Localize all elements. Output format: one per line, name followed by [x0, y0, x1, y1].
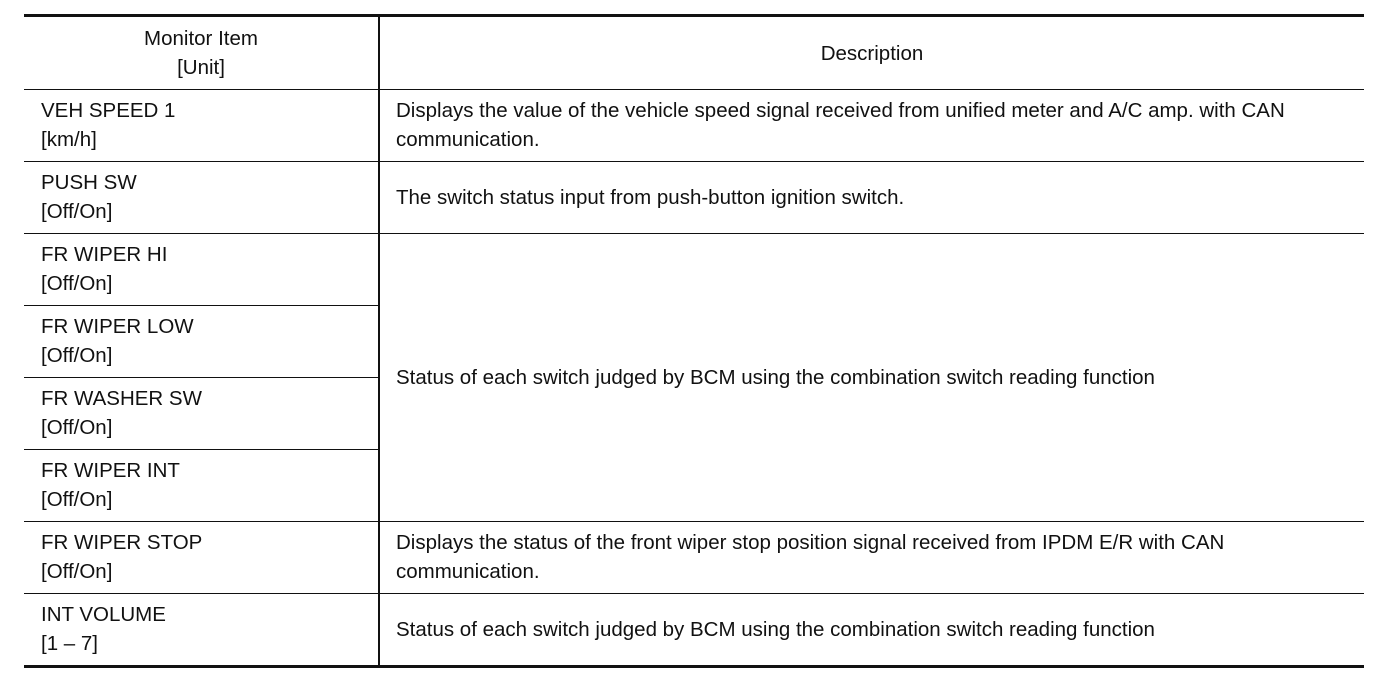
header-monitor-item: Monitor Item [Unit]	[24, 14, 379, 90]
monitor-item-unit: [Off/On]	[41, 200, 113, 223]
monitor-item-unit: [Off/On]	[41, 488, 113, 511]
monitor-item-unit: [1 – 7]	[41, 632, 98, 655]
monitor-item-name: PUSH SW	[41, 171, 137, 194]
header-description: Description	[378, 14, 1364, 90]
monitor-item-cell: PUSH SW [Off/On]	[24, 161, 379, 234]
description-cell: Status of each switch judged by BCM usin…	[378, 233, 1364, 522]
monitor-item-name: FR WIPER LOW	[41, 315, 194, 338]
monitor-item-cell: FR WIPER INT [Off/On]	[24, 449, 379, 522]
table-row: VEH SPEED 1 [km/h] Displays the value of…	[24, 89, 1364, 162]
table-row: FR WIPER LOW [Off/On]	[24, 305, 1364, 378]
header-item-label: Monitor Item	[144, 27, 258, 50]
monitor-item-cell: FR WIPER STOP [Off/On]	[24, 521, 379, 594]
monitor-item-name: FR WIPER INT	[41, 459, 180, 482]
monitor-item-cell: FR WASHER SW [Off/On]	[24, 377, 379, 450]
monitor-item-unit: [Off/On]	[41, 272, 113, 295]
header-unit-label: [Unit]	[177, 56, 225, 79]
monitor-item-name: FR WASHER SW	[41, 387, 202, 410]
table-header-row: Monitor Item [Unit] Description	[24, 14, 1364, 90]
monitor-item-unit: [Off/On]	[41, 344, 113, 367]
monitor-item-unit: [Off/On]	[41, 416, 113, 439]
monitor-item-cell: INT VOLUME [1 – 7]	[24, 593, 379, 668]
description-cell: Displays the value of the vehicle speed …	[378, 89, 1364, 162]
description-cell: Status of each switch judged by BCM usin…	[378, 593, 1364, 668]
table-row: FR WIPER STOP [Off/On] Displays the stat…	[24, 521, 1364, 594]
monitor-item-cell: FR WIPER HI [Off/On]	[24, 233, 379, 306]
monitor-item-cell: FR WIPER LOW [Off/On]	[24, 305, 379, 378]
monitor-item-name: FR WIPER HI	[41, 243, 168, 266]
monitor-item-name: FR WIPER STOP	[41, 531, 203, 554]
monitor-item-unit: [Off/On]	[41, 560, 113, 583]
description-cell: Displays the status of the front wiper s…	[378, 521, 1364, 594]
monitor-item-table: Monitor Item [Unit] Description VEH SPEE…	[24, 14, 1364, 668]
table-row: FR WIPER HI [Off/On] Status of each swit…	[24, 233, 1364, 522]
monitor-item-cell: VEH SPEED 1 [km/h]	[24, 89, 379, 162]
monitor-item-name: VEH SPEED 1	[41, 99, 176, 122]
description-cell: The switch status input from push-button…	[378, 161, 1364, 234]
monitor-item-name: INT VOLUME	[41, 603, 166, 626]
table-row: PUSH SW [Off/On] The switch status input…	[24, 161, 1364, 234]
monitor-item-unit: [km/h]	[41, 128, 97, 151]
table-row: FR WIPER INT [Off/On]	[24, 449, 1364, 522]
table-row: INT VOLUME [1 – 7] Status of each switch…	[24, 593, 1364, 668]
table-row: FR WASHER SW [Off/On]	[24, 377, 1364, 450]
